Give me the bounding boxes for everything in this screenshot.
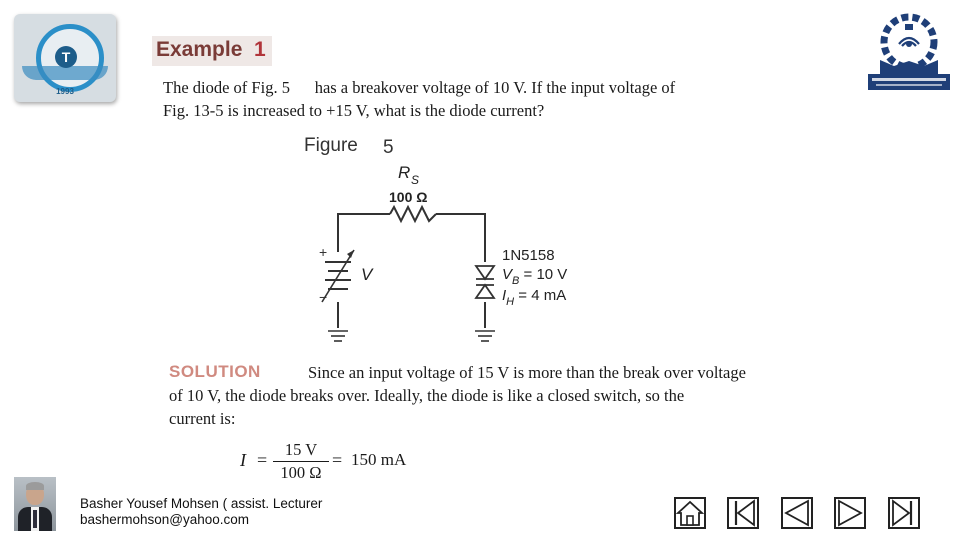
example-heading-background: [152, 36, 272, 66]
solution-line-3: current is:: [169, 409, 236, 428]
question-line-2: Fig. 13-5 is increased to +15 V, what is…: [163, 101, 545, 120]
formula-equals: =: [257, 450, 268, 470]
circuit-diagram: Figure 5 R S 100 Ω + − V 1N5158 VB = 10 …: [304, 135, 567, 342]
formula-result: 150 mA: [351, 450, 407, 469]
vb-value: = 10 V: [519, 266, 567, 283]
college-logo: [868, 13, 950, 90]
ih-label: I: [502, 287, 506, 304]
diode-part-number: 1N5158: [502, 247, 555, 264]
next-slide-icon: [838, 499, 863, 527]
resistor-name: R: [398, 163, 410, 182]
resistor-symbol: [389, 204, 437, 224]
source-plus-sign: +: [319, 244, 327, 260]
formula-equals-2: =: [332, 450, 343, 470]
solution-heading: SOLUTION: [169, 362, 261, 381]
university-logo: T 1993: [14, 14, 116, 102]
four-layer-diode-symbol: [473, 262, 497, 302]
figure-number: 5: [383, 137, 394, 158]
vb-label: V: [502, 266, 514, 283]
vb-subscript: B: [512, 275, 519, 287]
logo-emblem: T: [55, 46, 77, 68]
svg-text:IH = 4 mA: IH = 4 mA: [502, 287, 566, 308]
home-button[interactable]: [674, 497, 706, 529]
first-slide-button[interactable]: [727, 497, 759, 529]
previous-slide-button[interactable]: [781, 497, 813, 529]
logo-ring: [36, 24, 104, 92]
formula-denominator: 100 Ω: [280, 463, 322, 482]
svg-text:VB = 10 V: VB = 10 V: [502, 266, 567, 287]
ih-value: = 4 mA: [514, 287, 566, 304]
source-minus-sign: −: [319, 289, 327, 305]
previous-slide-icon: [784, 499, 809, 527]
logo-wing: [22, 66, 108, 80]
solution-line-2: of 10 V, the diode breaks over. Ideally,…: [169, 386, 685, 405]
author-photo: [14, 477, 56, 531]
last-slide-button[interactable]: [888, 497, 920, 529]
logo-year: 1993: [56, 87, 74, 96]
formula-lhs: I: [240, 450, 246, 470]
figure-title: Figure: [304, 135, 358, 156]
variable-source-symbol: [320, 249, 356, 303]
question-line-1: The diode of Fig. 5 has a breakover volt…: [163, 78, 676, 97]
ih-subscript: H: [506, 296, 514, 308]
first-slide-icon: [734, 499, 755, 527]
author-email: bashermohson@yahoo.com: [80, 512, 250, 527]
resistor-value: 100 Ω: [389, 189, 427, 205]
formula-numerator: 15 V: [284, 440, 318, 459]
author-name: Basher Yousef Mohsen ( assist. Lecturer: [80, 496, 323, 511]
ground-symbols: [328, 330, 495, 342]
fraction-bar: [273, 461, 329, 462]
home-icon: [675, 500, 705, 526]
example-heading: Example: [156, 38, 243, 61]
next-slide-button[interactable]: [834, 497, 866, 529]
solution-line-1: Since an input voltage of 15 V is more t…: [308, 363, 746, 382]
source-label: V: [361, 265, 374, 284]
example-number: 1: [254, 38, 266, 61]
last-slide-icon: [892, 499, 913, 527]
resistor-subscript: S: [411, 173, 419, 187]
